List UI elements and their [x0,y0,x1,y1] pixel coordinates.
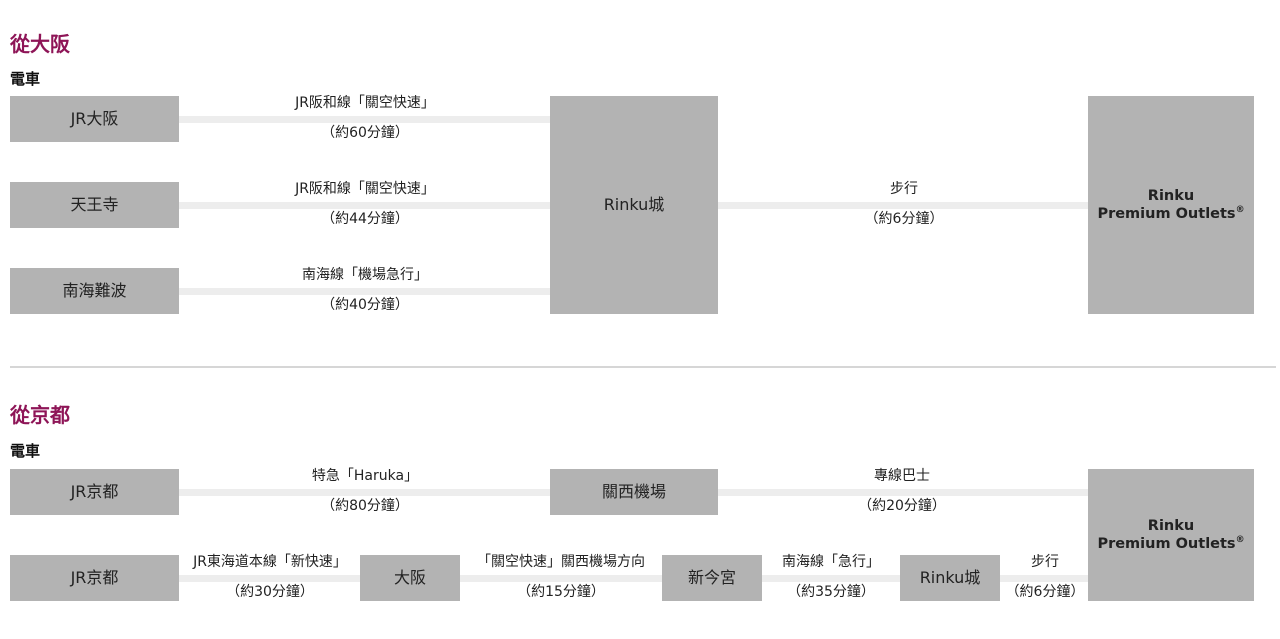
station-box-namba: 南海難波 [10,268,179,314]
station-label: Rinku城 [919,567,981,587]
registered-mark: ® [1235,534,1245,545]
station-label: 南海難波 [62,280,127,300]
route-line-shinkaisoku [179,575,360,582]
route-line-name: JR阪和線「關空快速」 [295,95,435,111]
station-box-rinku-town-2: Rinku城 [900,555,1000,601]
station-box-kansai-airport: 關西機場 [550,469,718,515]
hub-label: Rinku城 [603,194,665,214]
section-divider [10,366,1276,368]
hub-box-rinku-town: Rinku城 [550,96,718,314]
station-label: 關西機場 [601,481,666,501]
station-box-jr-osaka: JR大阪 [10,96,179,142]
route-duration: （約60分鐘） [321,124,409,141]
route-label-jr-osaka: JR阪和線「關空快速」 （約60分鐘） [215,95,515,142]
station-label: 新今宮 [687,567,736,587]
subheading-train-kyoto: 電車 [10,442,41,460]
route-label-haruka: 特急「Haruka」 （約80分鐘） [215,468,515,515]
route-line-walk-osaka [717,202,1090,209]
route-line-bus [717,489,1090,496]
destination-line2: Premium Outlets [1097,205,1236,222]
subheading-train-osaka: 電車 [10,70,41,88]
station-box-tennoji: 天王寺 [10,182,179,228]
section-heading-osaka: 從大阪 [10,32,70,56]
route-line-kanku-rapid [460,575,662,582]
route-line-tennoji [179,202,551,209]
section-heading-kyoto: 從京都 [10,403,70,427]
route-line-jr-osaka [179,116,551,123]
route-duration: （約80分鐘） [321,497,409,514]
destination-line2: Premium Outlets [1097,535,1236,552]
route-label-bus: 專線巴士 （約20分鐘） [752,468,1052,515]
route-duration: （約35分鐘） [787,583,875,600]
route-label-nankai-express: 南海線「急行」 （約35分鐘） [762,554,900,601]
route-line-name: 專線巴士 [874,468,930,484]
station-label: JR大阪 [70,108,119,128]
destination-box-outlets-osaka: Rinku Premium Outlets® [1088,96,1254,314]
station-box-shin-imamiya: 新今宮 [662,555,762,601]
route-line-name: 步行 [1031,554,1059,570]
station-label: 天王寺 [70,194,119,214]
route-duration: （約40分鐘） [321,296,409,313]
route-line-haruka [179,489,551,496]
registered-mark: ® [1235,204,1245,215]
route-duration: （約15分鐘） [517,583,605,600]
route-label-tennoji: JR阪和線「關空快速」 （約44分鐘） [215,181,515,228]
route-label-kanku-rapid: 「關空快速」關西機場方向 （約15分鐘） [455,554,667,601]
route-label-shinkaisoku: JR東海道本線「新快速」 （約30分鐘） [175,554,365,601]
route-line-name: 南海線「機場急行」 [302,267,428,283]
destination-line1: Rinku [1147,187,1195,204]
route-line-nankai-express [762,575,900,582]
station-box-osaka: 大阪 [360,555,460,601]
destination-line1: Rinku [1147,517,1195,534]
route-line-name: 特急「Haruka」 [311,468,419,484]
destination-box-outlets-kyoto: Rinku Premium Outlets® [1088,469,1254,601]
route-line-name: 「關空快速」關西機場方向 [477,554,645,570]
station-label: JR京都 [70,567,119,587]
route-duration: （約6分鐘） [864,210,944,227]
route-label-namba: 南海線「機場急行」 （約40分鐘） [215,267,515,314]
station-label: JR京都 [70,481,119,501]
route-line-name: JR東海道本線「新快速」 [193,554,347,570]
walk-label-osaka: 步行 （約6分鐘） [754,181,1054,228]
station-box-jr-kyoto-1: JR京都 [10,469,179,515]
route-duration: （約30分鐘） [226,583,314,600]
station-label: 大阪 [393,567,426,587]
route-duration: （約44分鐘） [321,210,409,227]
route-duration: （約20分鐘） [858,497,946,514]
route-line-name: 步行 [890,181,918,197]
route-line-walk-kyoto [1000,575,1090,582]
route-line-namba [179,288,551,295]
route-label-walk-kyoto: 步行 （約6分鐘） [1000,554,1090,601]
route-line-name: JR阪和線「關空快速」 [295,181,435,197]
station-box-jr-kyoto-2: JR京都 [10,555,179,601]
route-duration: （約6分鐘） [1005,583,1085,600]
route-line-name: 南海線「急行」 [782,554,880,570]
